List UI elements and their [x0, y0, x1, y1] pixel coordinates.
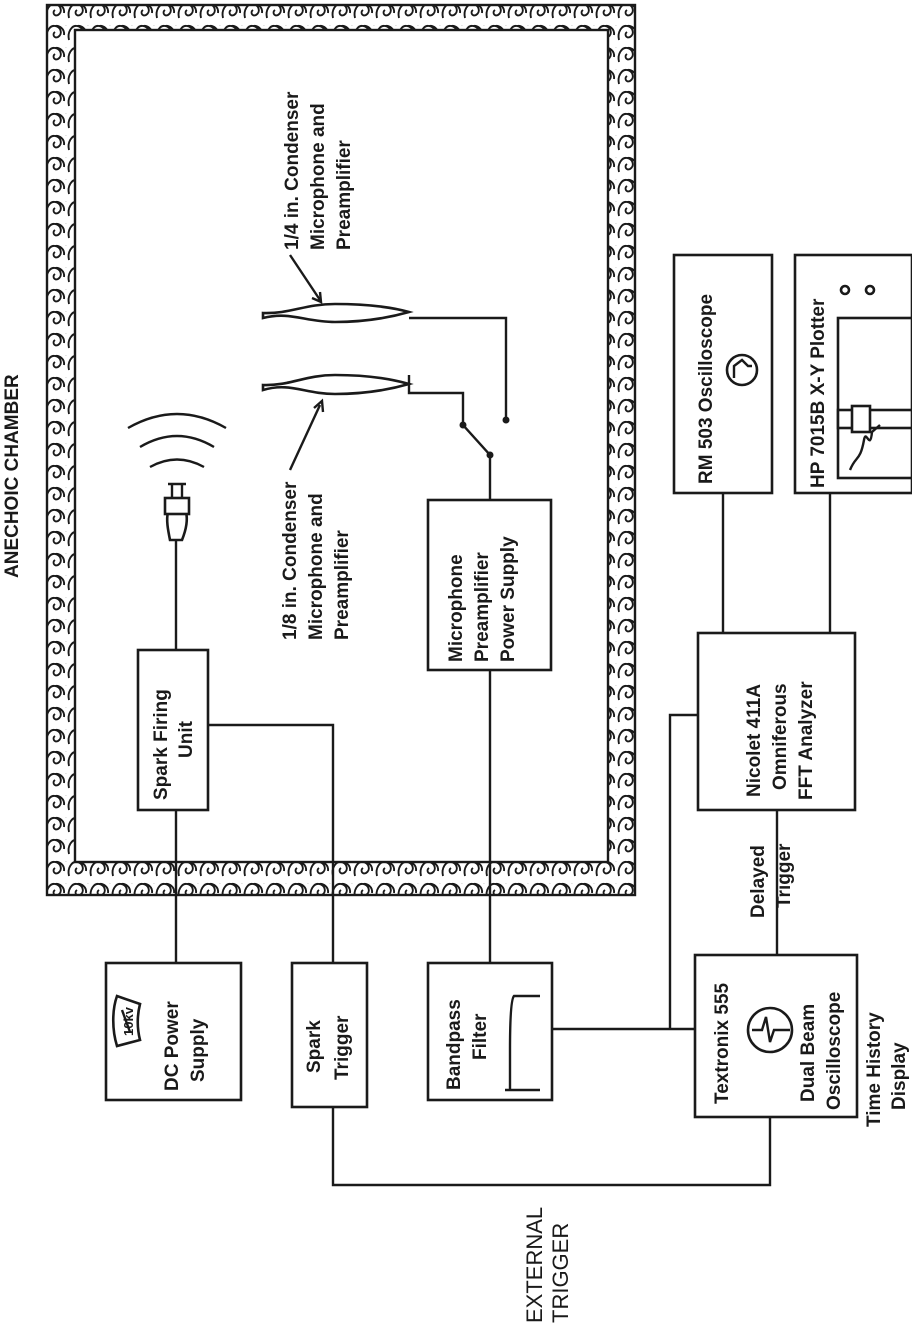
switch-contact-14: [502, 416, 510, 424]
spark-firing-unit: Spark Firing Unit: [136, 648, 210, 812]
chamber-title: ANECHOIC CHAMBER: [2, 374, 23, 578]
plotter-bed: [836, 316, 912, 480]
fft-line-3: FFT Analyzer: [796, 681, 817, 800]
plotter-pen-holder: [850, 404, 872, 434]
scope-555-line-2: Dual Beam: [798, 1004, 819, 1102]
spark-firing-unit-line-1: Spark Firing: [151, 689, 172, 800]
fft-line-2: Omniferous: [770, 683, 791, 790]
rm503-oscilloscope: RM 503 Oscilloscope: [672, 253, 774, 495]
plotter-trace: [848, 424, 881, 471]
spark-trigger: Spark Trigger: [290, 961, 369, 1109]
filter-response-icon: [505, 994, 540, 1092]
external-trigger-line-1: EXTERNAL: [522, 1207, 547, 1323]
spark-firing-unit-line-2: Unit: [176, 720, 197, 758]
wire-filter-to-analyzer: [668, 713, 698, 1029]
scope-555-line-1: Textronix 555: [712, 982, 733, 1104]
chamber-foam-lining: [47, 5, 635, 895]
scope-screen-icon: [746, 1006, 794, 1054]
wire-external-trigger: [331, 1107, 772, 1187]
textronix-555: Textronix 555 Dual Beam Oscilloscope: [693, 953, 859, 1119]
mic-18-line-3: Preamplifier: [332, 530, 353, 640]
spark-source-icon: [127, 412, 227, 542]
delayed-trigger-line-2: Trigger: [774, 843, 795, 908]
wire-mic-18: [407, 375, 492, 500]
xy-plotter: HP 7015B X-Y Plotter: [793, 253, 912, 495]
bandpass-line-1: Bandpass: [444, 999, 465, 1090]
scope-555-line-3: Oscilloscope: [824, 992, 845, 1110]
rm503-label: RM 503 Oscilloscope: [696, 294, 717, 484]
plotter-arm: [836, 408, 912, 430]
microphone-18: [261, 373, 414, 471]
bandpass-line-2: Filter: [470, 1013, 491, 1060]
plotter-knob-1: [839, 284, 851, 296]
chamber-outer-wall: [45, 3, 637, 897]
spark-trigger-line-2: Trigger: [332, 1015, 353, 1080]
fft-line-1: Nicolet 411A: [744, 684, 765, 797]
dc-power-line-2: Supply: [188, 1018, 209, 1082]
anechoic-chamber: [45, 3, 637, 897]
wire-mic-14: [409, 316, 508, 420]
wire-spark-unit-to-trigger: [208, 723, 335, 963]
bandpass-filter: Bandpass Filter: [426, 961, 554, 1102]
switch-pivot: [486, 451, 494, 459]
delayed-trigger-line-1: Delayed: [748, 845, 769, 918]
mic-18-line-2: Microphone and: [306, 493, 327, 640]
time-history-line-2: Display: [889, 1042, 910, 1110]
spark-trigger-line-1: Spark: [304, 1020, 325, 1073]
dc-dial-label: 10kv: [121, 1006, 136, 1036]
mic-power-line-3: Power Supply: [498, 536, 519, 662]
mic-14-line-2: Microphone and: [308, 103, 329, 250]
mic-18-line-1: 1/8 in. Condenser: [280, 481, 301, 640]
chamber-inner-wall: [73, 28, 610, 864]
mic-14-line-3: Preamplifier: [334, 140, 355, 250]
plotter-label: HP 7015B X-Y Plotter: [808, 298, 829, 488]
external-trigger-line-2: TRIGGER: [548, 1223, 573, 1323]
dc-power-supply: 10kv DC Power Supply: [104, 961, 243, 1102]
wiring: [174, 316, 832, 1187]
mic-14-line-1: 1/4 in. Condenser: [282, 91, 303, 250]
mic-power-line-1: Microphone: [446, 554, 467, 662]
microphone-14: [261, 254, 414, 324]
switch-contact-18: [459, 421, 467, 429]
mic-power-supply: Microphone Preamplifier Power Supply: [426, 498, 553, 672]
dc-power-line-1: DC Power: [162, 1001, 183, 1091]
time-history-line-1: Time History: [864, 1012, 885, 1127]
plotter-knob-2: [864, 284, 876, 296]
mic-power-line-2: Preamplifier: [472, 552, 493, 662]
fft-analyzer: Nicolet 411A Omniferous FFT Analyzer: [696, 631, 857, 812]
